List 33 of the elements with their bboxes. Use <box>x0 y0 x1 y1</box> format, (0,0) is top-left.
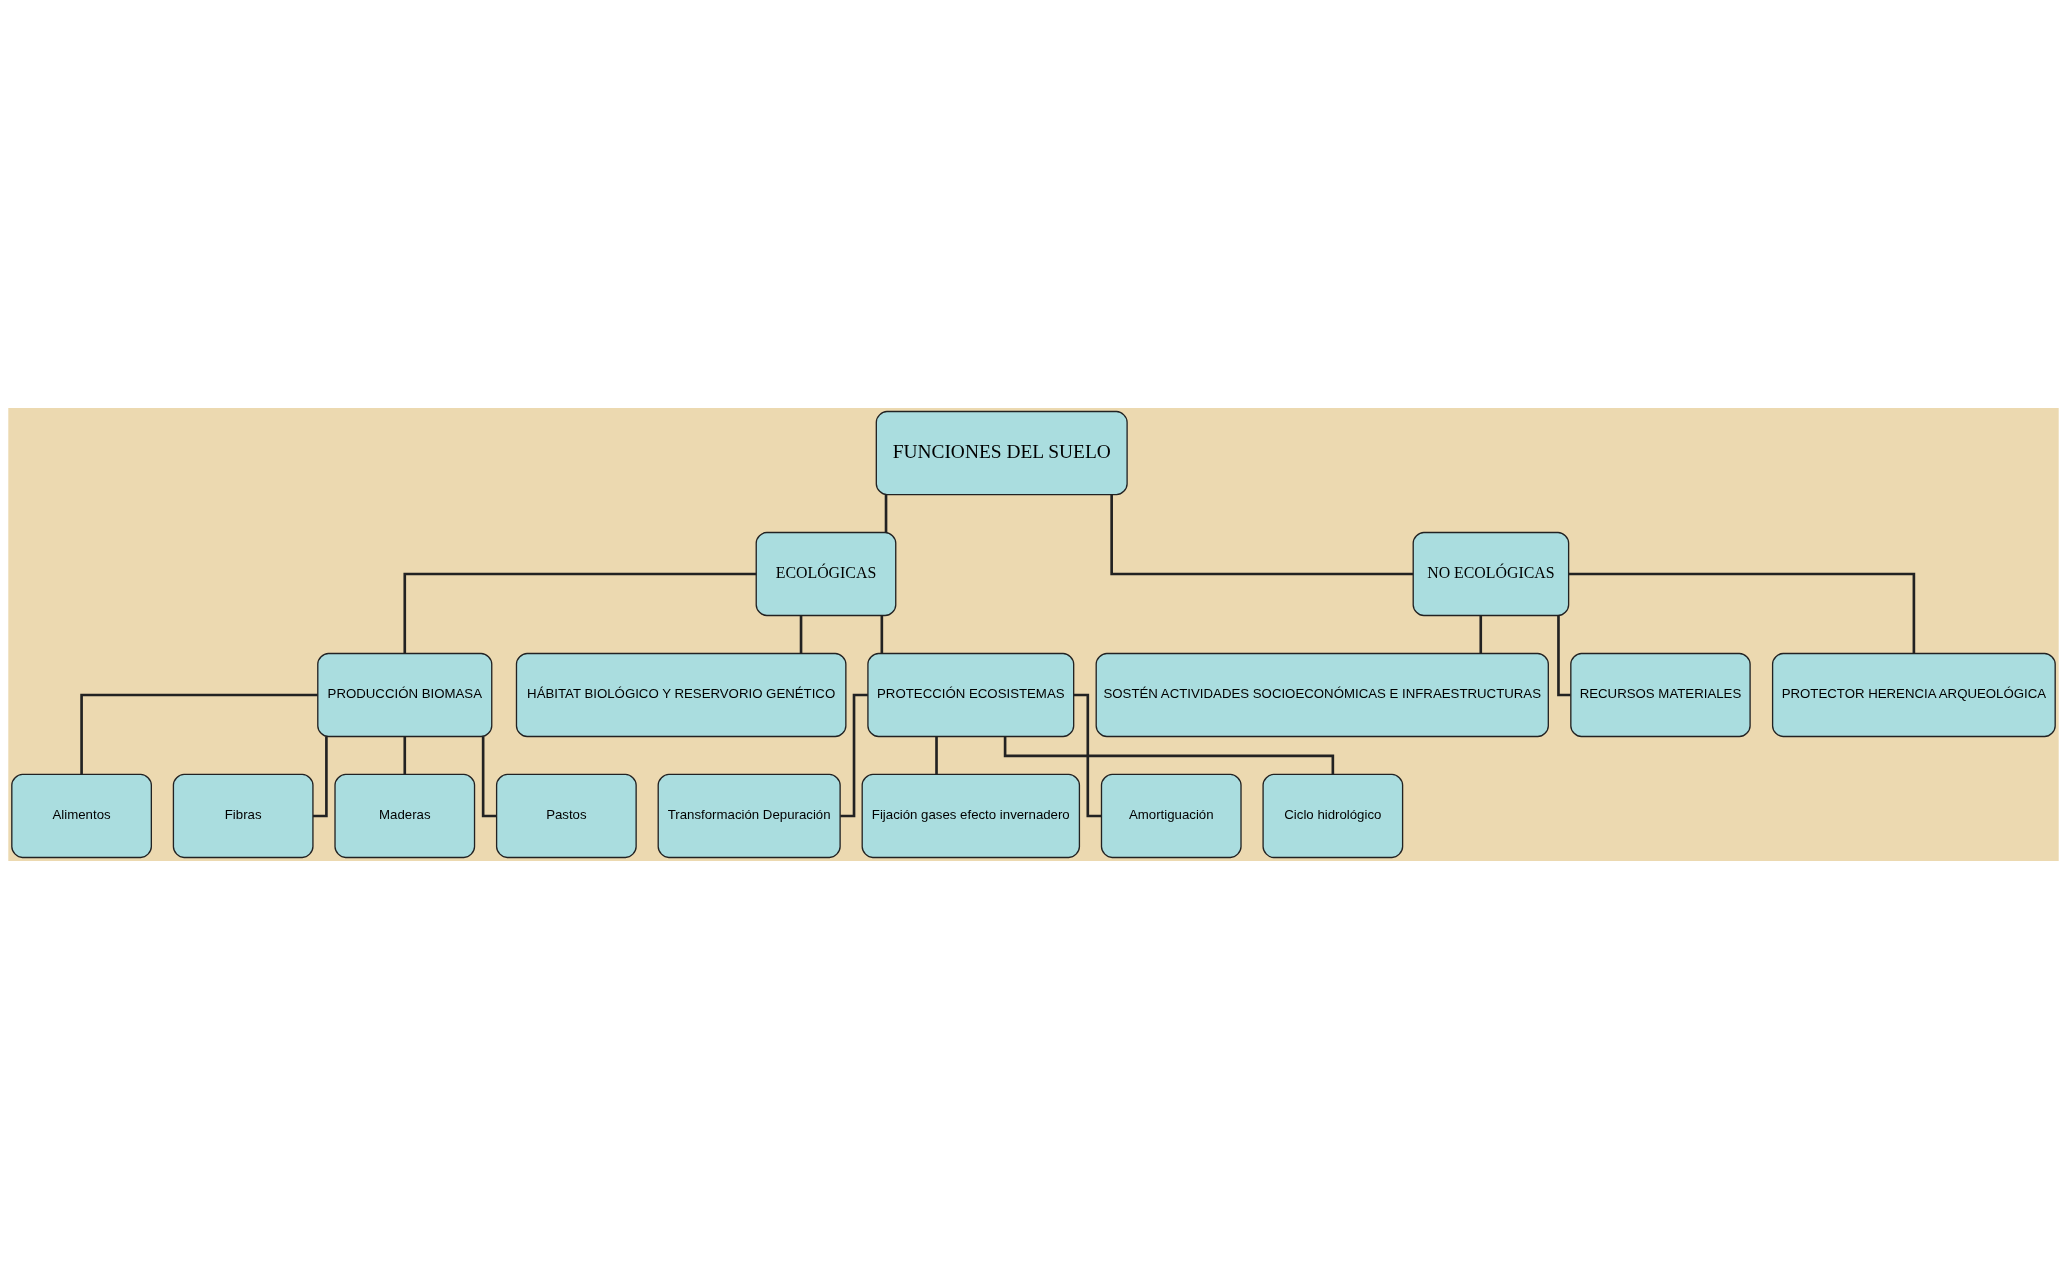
node-box: HÁBITAT BIOLÓGICO Y RESERVORIO GENÉTICO <box>515 652 847 737</box>
node-box: NO ECOLÓGICAS <box>1412 531 1570 616</box>
connector <box>1110 494 1413 575</box>
node-box: PROTECCIÓN ECOSISTEMAS <box>867 652 1075 737</box>
node-box: PROTECTOR HERENCIA ARQUEOLÓGICA <box>1771 652 2056 737</box>
connector <box>1003 736 1335 774</box>
node-box: Pastos <box>495 773 637 858</box>
connector <box>884 494 888 532</box>
connector <box>403 736 407 774</box>
node-box: Fijación gases efecto invernadero <box>861 773 1081 858</box>
node-box: ECOLÓGICAS <box>755 531 897 616</box>
node-box: Transformación Depuración <box>657 773 841 858</box>
connector <box>1568 572 1916 653</box>
node-box: Alimentos <box>11 773 152 858</box>
connector <box>481 736 497 817</box>
connector <box>880 615 884 653</box>
node-box: PRODUCCIÓN BIOMASA <box>317 652 493 737</box>
node-box: FUNCIONES DEL SUELO <box>875 410 1128 495</box>
node-box: Amortiguación <box>1100 773 1242 858</box>
connector <box>799 615 803 653</box>
connector <box>1479 615 1483 653</box>
node-box: Maderas <box>334 773 476 858</box>
node-box: RECURSOS MATERIALES <box>1570 652 1751 737</box>
connector <box>1557 615 1571 696</box>
node-box: SOSTÉN ACTIVIDADES SOCIOECONÓMICAS E INFRAESTRUCTURAS <box>1095 652 1549 737</box>
node-box: Fibras <box>172 773 314 858</box>
connector <box>1073 693 1102 817</box>
connector <box>840 693 868 817</box>
connector <box>313 736 328 817</box>
connector <box>935 736 938 774</box>
connector <box>403 572 757 653</box>
connector <box>80 693 318 774</box>
node-box: Ciclo hidrológico <box>1262 773 1404 858</box>
